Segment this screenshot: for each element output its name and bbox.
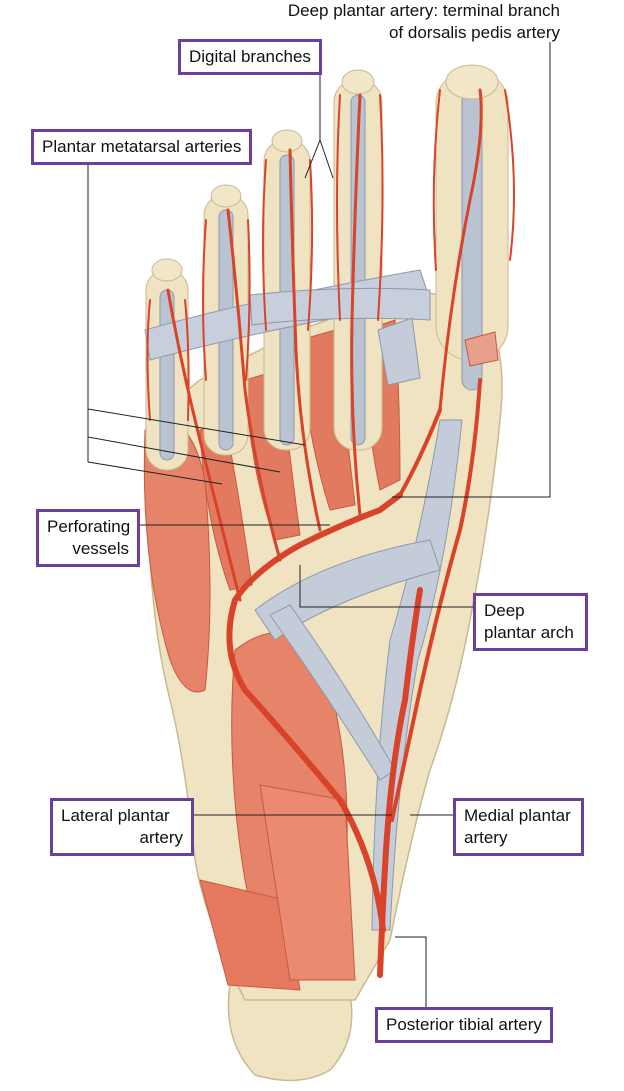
label-posterior-tibial-artery: Posterior tibial artery [375,1007,553,1043]
leader-posterior-tibial-artery [395,936,427,1008]
leader-deep-plantar-arch [299,565,474,608]
label-line: Medial plantar [464,806,571,825]
label-medial-plantar-artery: Medial plantar artery [453,798,584,856]
leader-deep-plantar-artery [392,42,551,498]
leader-lines [87,42,551,1008]
posterior-tibial-artery-path [377,587,423,978]
label-line: Perforating [47,517,131,536]
label-line: artery [464,828,508,847]
label-line: artery [139,828,183,847]
leader-digital-branches [304,70,334,179]
lateral-plantar-artery-path [226,492,403,933]
calcaneus [227,984,353,1082]
arteries [146,88,515,978]
label-line: Posterior tibial artery [386,1015,542,1034]
digital-arteries [146,89,515,421]
label-lateral-plantar-artery: Lateral plantar artery [50,798,194,856]
label-deep-plantar-arch: Deep plantar arch [473,593,588,651]
label-line: Deep [484,601,525,620]
deep-plantar-artery-path [398,408,442,497]
label-line: Deep plantar artery: terminal branch [287,1,560,20]
label-line: vessels [72,539,129,558]
metatarsal-arteries [166,88,483,602]
label-line: Plantar metatarsal arteries [42,137,242,156]
label-deep-plantar-artery: Deep plantar artery: terminal branch of … [240,0,560,44]
cut-flexor-tendon [377,317,421,386]
label-digital-branches: Digital branches [178,39,322,75]
label-line: Lateral plantar [61,806,170,825]
heel-muscle-left [199,879,301,991]
lateral-muscle [143,419,211,693]
leader-plantar-metatarsal-arteries [87,162,306,485]
label-line: Digital branches [189,47,311,66]
label-line: of dorsalis pedis artery [388,23,560,42]
label-plantar-metatarsal-arteries: Plantar metatarsal arteries [31,129,253,165]
label-line: plantar arch [484,623,574,642]
tendon-slip [269,604,396,781]
crossing-tendons [254,539,441,641]
cut-flexor-tendon-end [464,331,499,367]
toe-2 [333,69,383,451]
heel-muscle-right [259,784,356,981]
label-perforating-vessels: Perforating vessels [36,509,140,567]
medial-plantar-artery-path [390,378,482,822]
